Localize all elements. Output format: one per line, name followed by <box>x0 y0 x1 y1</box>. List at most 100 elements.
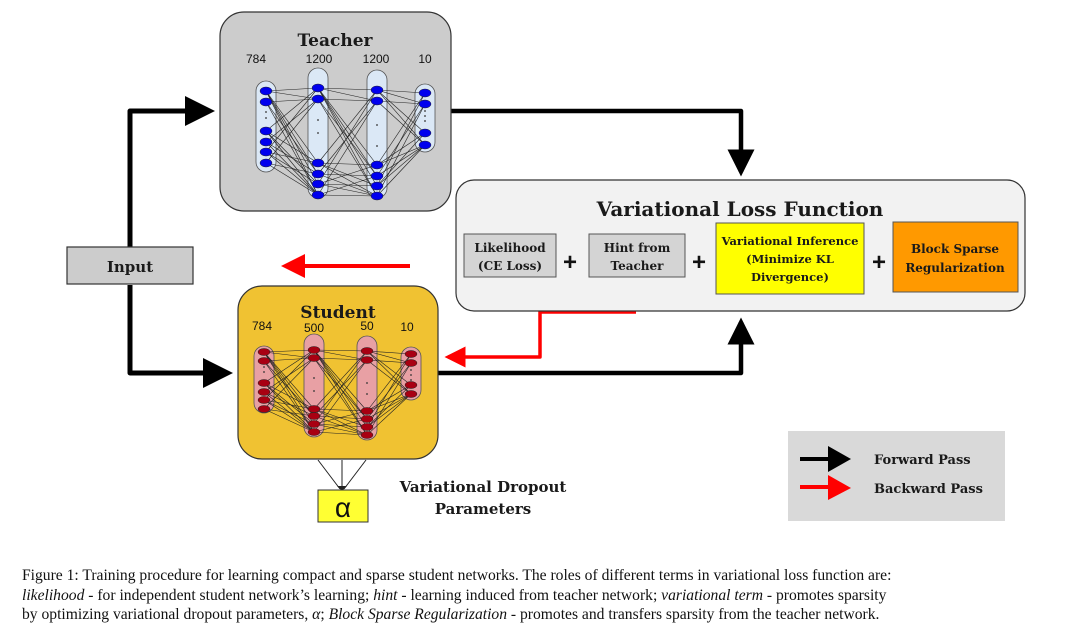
network-node <box>370 85 384 95</box>
network-edge <box>366 384 412 412</box>
network-edge <box>313 349 368 436</box>
network-edge <box>317 87 378 177</box>
variational-inference-line2: (Minimize KL <box>746 252 834 266</box>
network-node <box>257 396 271 404</box>
network-edge <box>366 353 412 428</box>
network-edge <box>366 359 412 395</box>
network-edge <box>366 350 412 395</box>
network-edge <box>265 87 319 92</box>
network-edge <box>265 101 319 196</box>
network-edge <box>366 350 412 386</box>
hint-term-line1: Hint from <box>604 241 671 255</box>
network-edge <box>366 384 412 428</box>
network-edge <box>376 103 426 197</box>
teacher-network: Teacher 784 1200 1200 10 <box>219 11 452 212</box>
network-edge <box>265 162 319 175</box>
network-edge <box>313 350 368 425</box>
alpha-link <box>317 459 341 490</box>
caption-line-2: likelihood - for independent student net… <box>22 586 1072 606</box>
network-edge <box>313 349 368 361</box>
caption-text: - for independent student network’s lear… <box>84 586 374 604</box>
network-edge <box>313 410 368 425</box>
network-edge <box>313 418 368 433</box>
network-edge <box>376 144 426 197</box>
network-edge <box>263 382 315 433</box>
ellipsis-dot <box>313 390 315 392</box>
caption-text: - promotes sparsity <box>762 586 887 604</box>
network-edge <box>265 151 319 196</box>
legend: Forward Pass Backward Pass <box>788 431 1005 521</box>
network-edge <box>376 100 426 146</box>
network-node <box>259 97 273 107</box>
plus-operator: + <box>872 249 886 276</box>
ellipsis-dot <box>366 382 368 384</box>
variational-inference-line1: Variational Inference <box>721 234 859 248</box>
network-node <box>311 169 325 179</box>
input-to-student-arrow <box>127 285 233 388</box>
network-node <box>257 357 271 365</box>
network-node <box>259 158 273 168</box>
network-edge <box>317 162 378 166</box>
network-node <box>311 190 325 200</box>
network-edge <box>263 408 315 417</box>
student-network-graph <box>253 333 422 441</box>
network-node <box>259 147 273 157</box>
ellipsis-dot <box>376 145 378 147</box>
network-edge <box>313 350 368 410</box>
ellipsis-dot <box>265 117 267 119</box>
network-edge <box>376 89 426 146</box>
network-edge <box>313 359 368 433</box>
student-layer-size: 784 <box>252 319 272 333</box>
network-node <box>360 423 374 431</box>
hint-term-line2: Teacher <box>611 259 665 273</box>
input-box <box>66 246 194 285</box>
network-edge <box>263 349 315 401</box>
network-edge <box>376 89 426 94</box>
network-edge <box>317 98 378 102</box>
network-node <box>257 379 271 387</box>
network-node <box>311 179 325 189</box>
plus-operator: + <box>692 249 706 276</box>
network-node <box>370 96 384 106</box>
network-node <box>404 350 418 358</box>
network-edge <box>317 183 378 197</box>
forward-pass-arrowhead-icon <box>828 446 851 472</box>
network-edge <box>263 399 315 433</box>
input-block: Input <box>66 246 194 285</box>
alpha-arrowhead <box>337 486 347 491</box>
network-node <box>257 348 271 356</box>
network-edge <box>313 357 368 420</box>
network-edge <box>317 173 378 177</box>
network-node <box>404 359 418 367</box>
network-node <box>259 137 273 147</box>
network-edge <box>265 98 319 164</box>
teacher-layer-size: 784 <box>246 52 266 66</box>
network-node <box>257 405 271 413</box>
caption-text: - promotes and transfers sparsity from t… <box>507 606 880 623</box>
network-edge <box>376 92 426 187</box>
network-edge <box>317 194 378 197</box>
network-edge <box>313 349 368 412</box>
teacher-title: Teacher <box>297 31 373 51</box>
alpha-link <box>343 459 367 490</box>
caption-line-3: by optimizing variational dropout parame… <box>22 605 1072 625</box>
network-node <box>418 128 432 138</box>
network-edge <box>263 408 315 433</box>
network-node <box>370 160 384 170</box>
network-edge <box>313 408 368 436</box>
ellipsis-dot <box>424 120 426 122</box>
network-edge <box>265 90 319 175</box>
network-edge <box>263 349 315 384</box>
network-edge <box>317 89 378 164</box>
caption-term: α <box>312 606 321 623</box>
network-node <box>418 140 432 150</box>
teacher-box <box>219 11 452 212</box>
ellipsis-dot <box>424 110 426 112</box>
network-edge <box>376 92 426 166</box>
network-node <box>307 346 321 354</box>
variational-inference-term-box <box>715 222 865 295</box>
network-node <box>418 88 432 98</box>
network-edge <box>317 87 378 102</box>
teacher-network-graph <box>255 67 436 201</box>
legend-box <box>788 431 1005 521</box>
